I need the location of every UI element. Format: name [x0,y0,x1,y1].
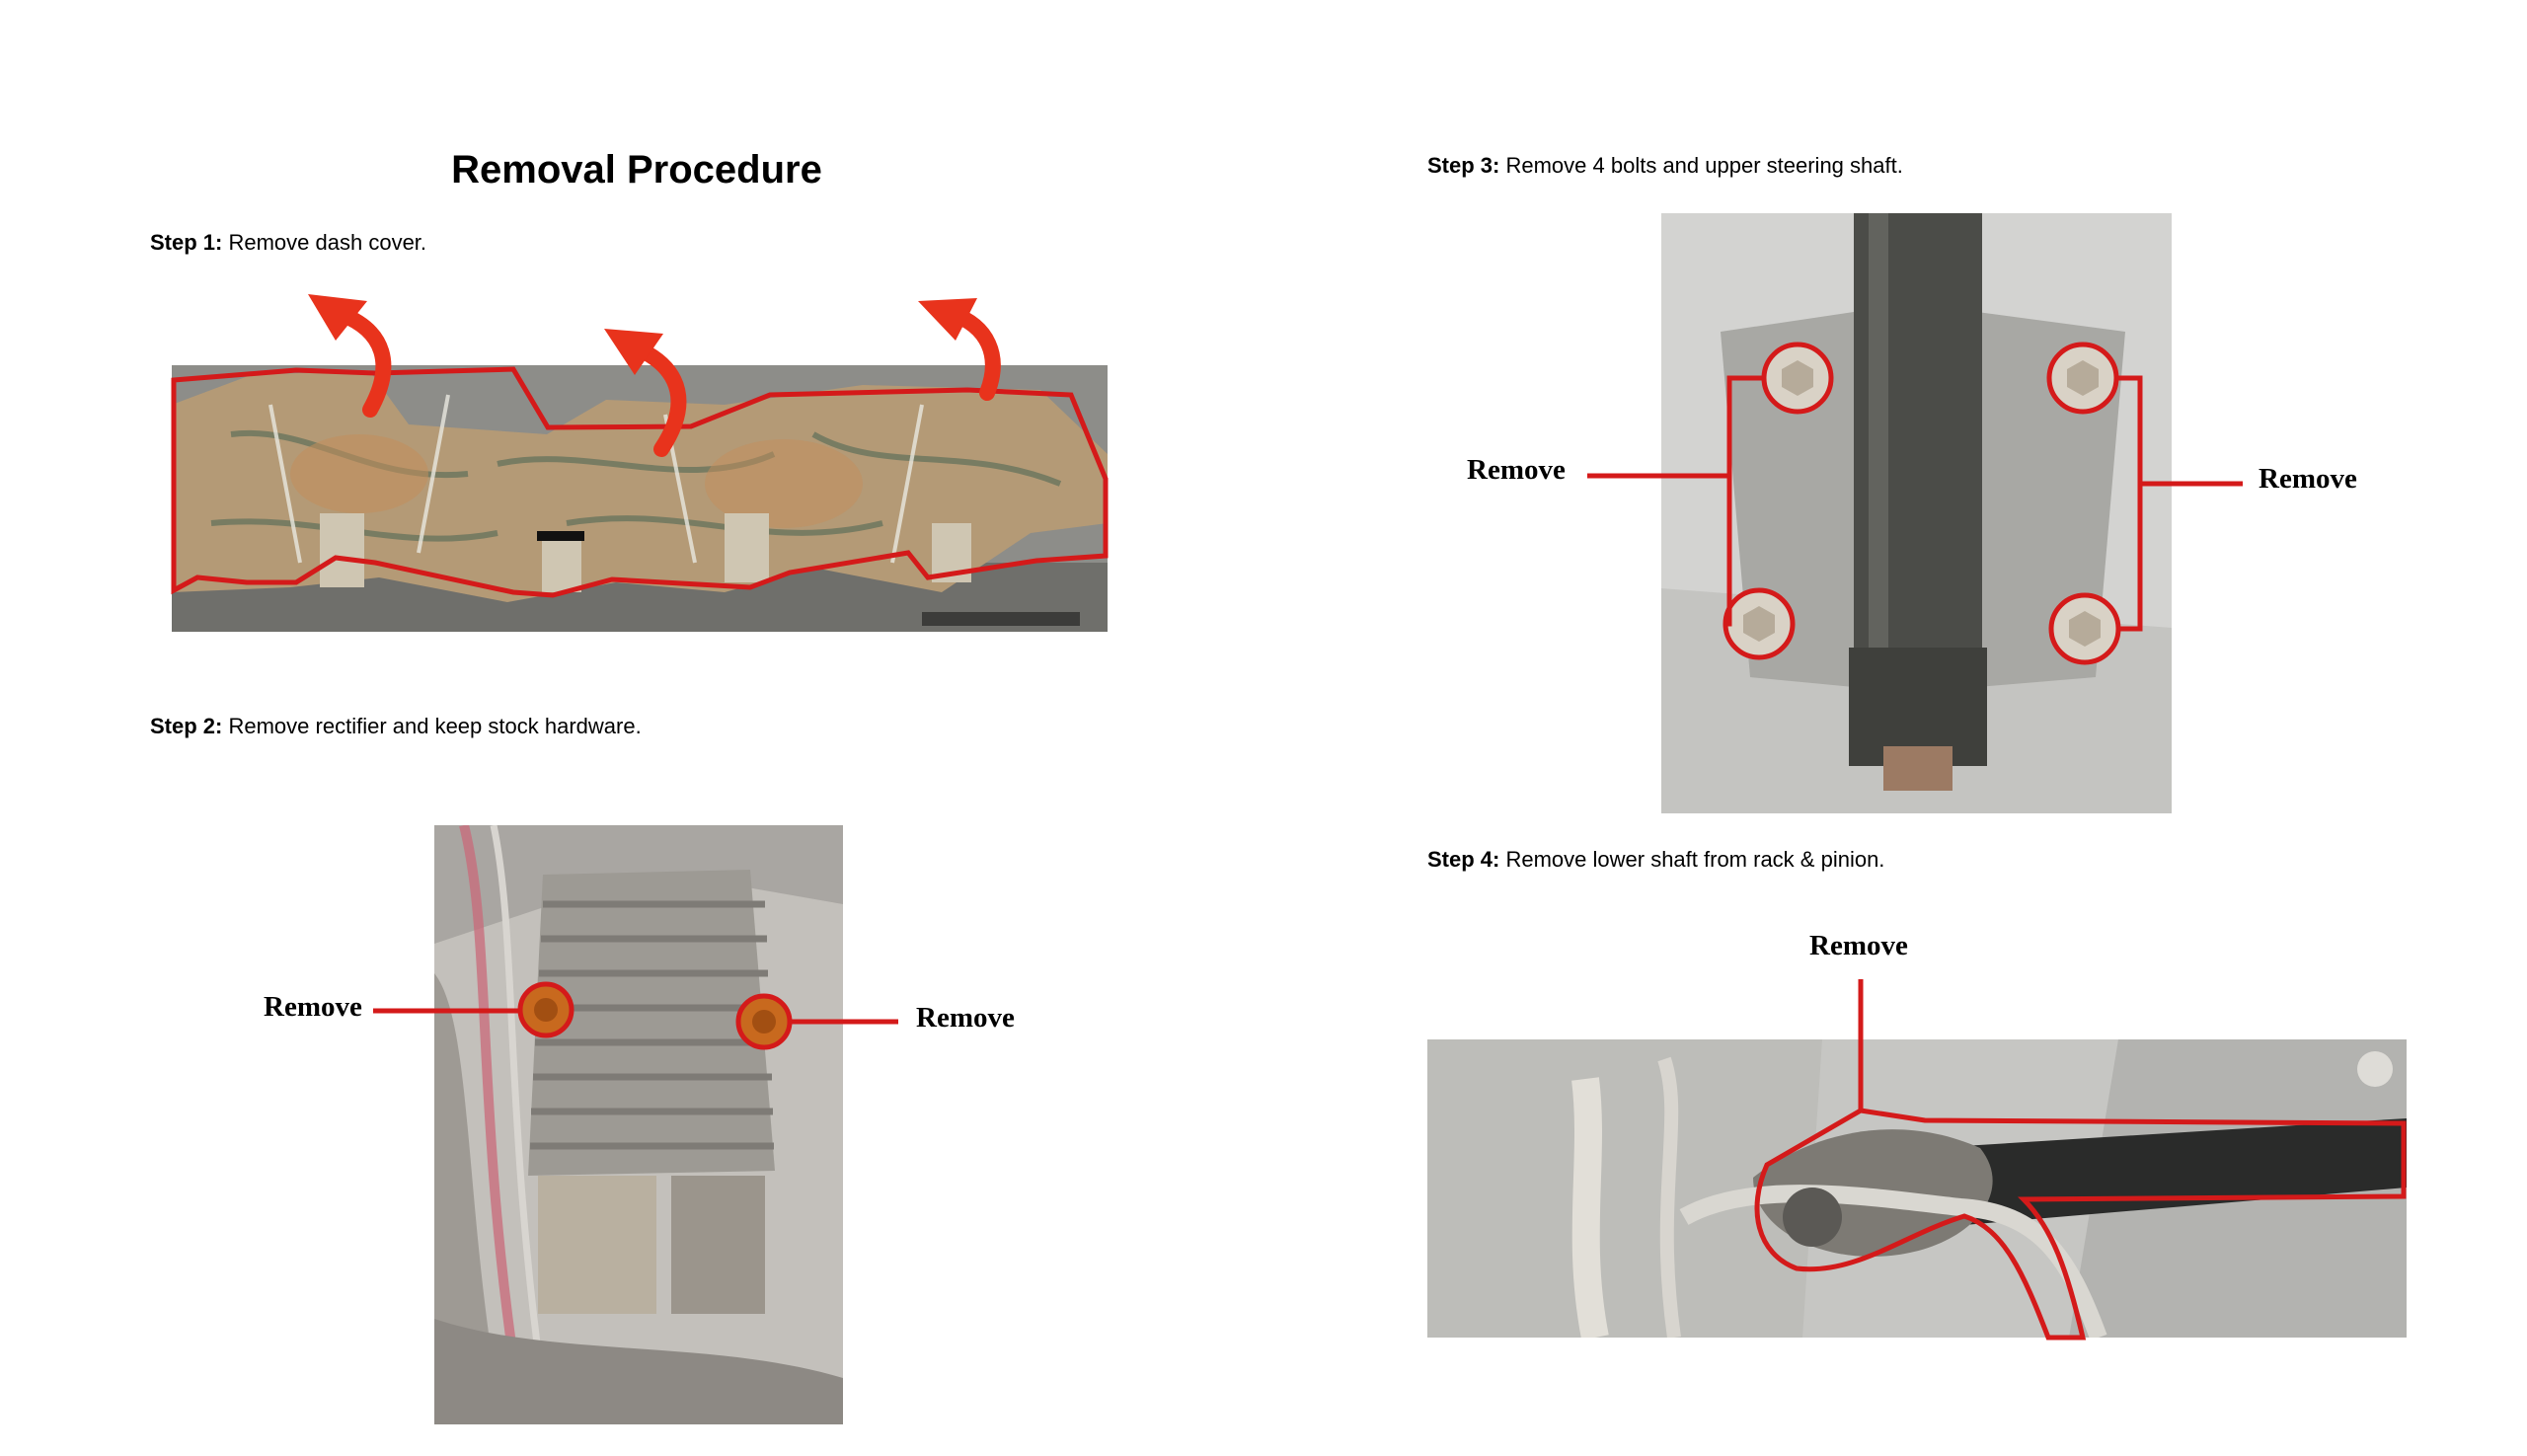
step-1-instruction: Step 1: Remove dash cover. [150,230,426,256]
step-4-top-callout: Remove [1809,930,1908,961]
step-1-label: Step 1: [150,230,223,255]
page-title: Removal Procedure [451,148,822,192]
steering-shaft-photo [1661,213,2172,813]
step-2-text: Remove rectifier and keep stock hardware… [228,714,642,738]
step-4-instruction: Step 4: Remove lower shaft from rack & p… [1427,847,1884,873]
step-2-label: Step 2: [150,714,223,738]
step-3-text: Remove 4 bolts and upper steering shaft. [1505,153,1903,178]
step-2-right-callout: Remove [916,1002,1015,1034]
step-1-text: Remove dash cover. [228,230,427,255]
step-2-left-callout: Remove [264,991,362,1023]
rack-and-pinion-photo [1427,1039,2407,1338]
step-4-label: Step 4: [1427,847,1500,872]
step-3-label: Step 3: [1427,153,1500,178]
dash-cover-photo [172,365,1108,632]
step-3-left-callout: Remove [1467,454,1566,486]
step-2-instruction: Step 2: Remove rectifier and keep stock … [150,714,642,739]
step-3-instruction: Step 3: Remove 4 bolts and upper steerin… [1427,153,1903,179]
step-3-right-callout: Remove [2259,463,2357,495]
step-4-text: Remove lower shaft from rack & pinion. [1505,847,1885,872]
rectifier-photo [434,825,843,1424]
